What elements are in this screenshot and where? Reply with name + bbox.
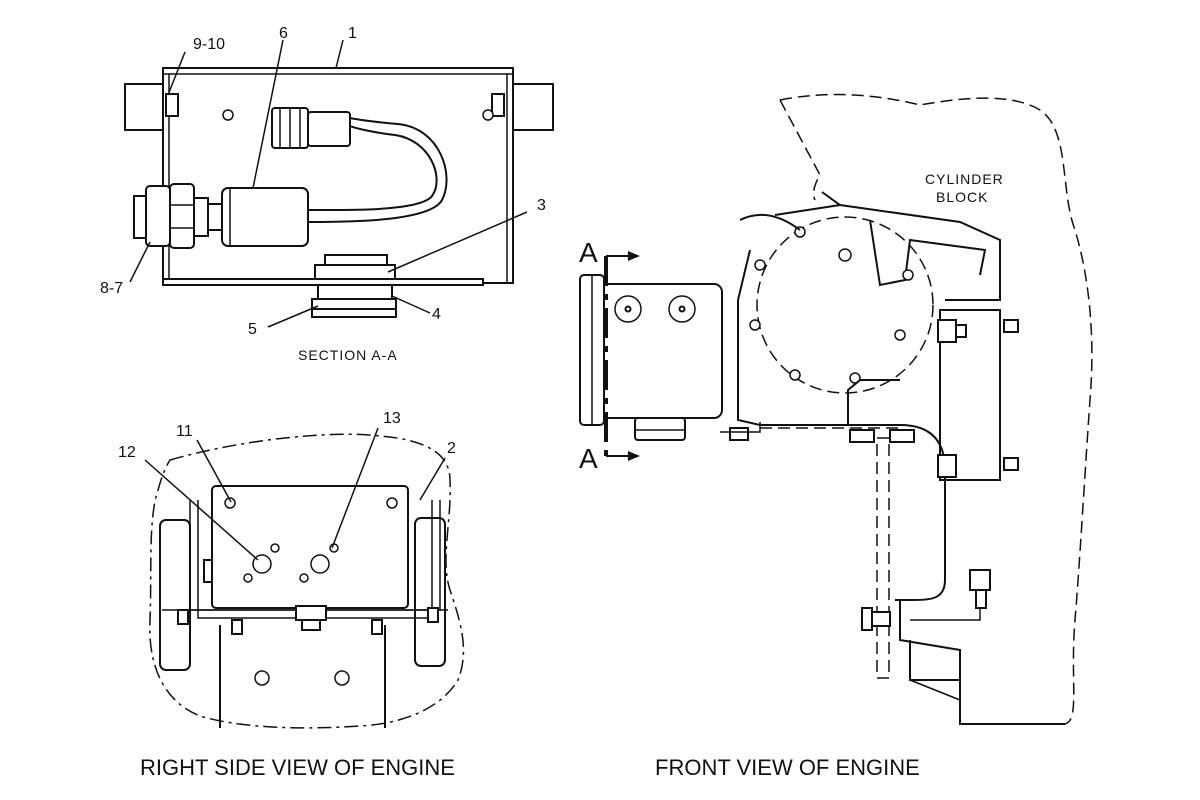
gear-outline	[756, 216, 934, 394]
speed-sensor	[133, 183, 309, 249]
callout-6: 6	[279, 25, 288, 42]
right-side-view-title: RIGHT SIDE VIEW OF ENGINE	[140, 755, 455, 780]
sensor-cable	[307, 125, 438, 212]
front-view-title: FRONT VIEW OF ENGINE	[655, 755, 920, 780]
section-marker-bottom: A	[579, 443, 598, 474]
callout-1: 1	[348, 25, 357, 42]
callout-11: 11	[176, 423, 193, 440]
right-side-view	[144, 427, 465, 729]
bolt-right	[491, 93, 505, 117]
callout-3: 3	[537, 197, 546, 214]
cylinder-block-label-line1: CYLINDER	[925, 171, 1004, 187]
callout-2: 2	[447, 440, 456, 457]
callout-13: 13	[383, 410, 401, 427]
callout-12: 12	[118, 444, 136, 461]
connector	[271, 107, 351, 149]
callout-5: 5	[248, 321, 257, 338]
callout-4: 4	[432, 306, 441, 323]
fitting-assembly	[311, 254, 397, 318]
bolt-left	[165, 93, 179, 117]
section-a-a-view	[124, 39, 554, 328]
callout-9-10: 9-10	[193, 36, 225, 53]
callout-8-7: 8-7	[100, 280, 123, 297]
sensor-box-front	[579, 274, 723, 441]
mounting-tab-left	[124, 83, 164, 131]
section-marker-top: A	[579, 237, 598, 268]
vertical-support	[876, 437, 890, 679]
cylinder-block-outline	[779, 93, 1093, 725]
housing-box	[162, 67, 514, 284]
sensor-box-side	[211, 485, 409, 609]
section-a-a-title: SECTION A-A	[298, 347, 398, 363]
front-view	[579, 93, 1093, 725]
cylinder-block-label-line2: BLOCK	[936, 189, 988, 205]
section-line-a-a	[604, 251, 640, 461]
mounting-tab-right	[512, 83, 554, 131]
